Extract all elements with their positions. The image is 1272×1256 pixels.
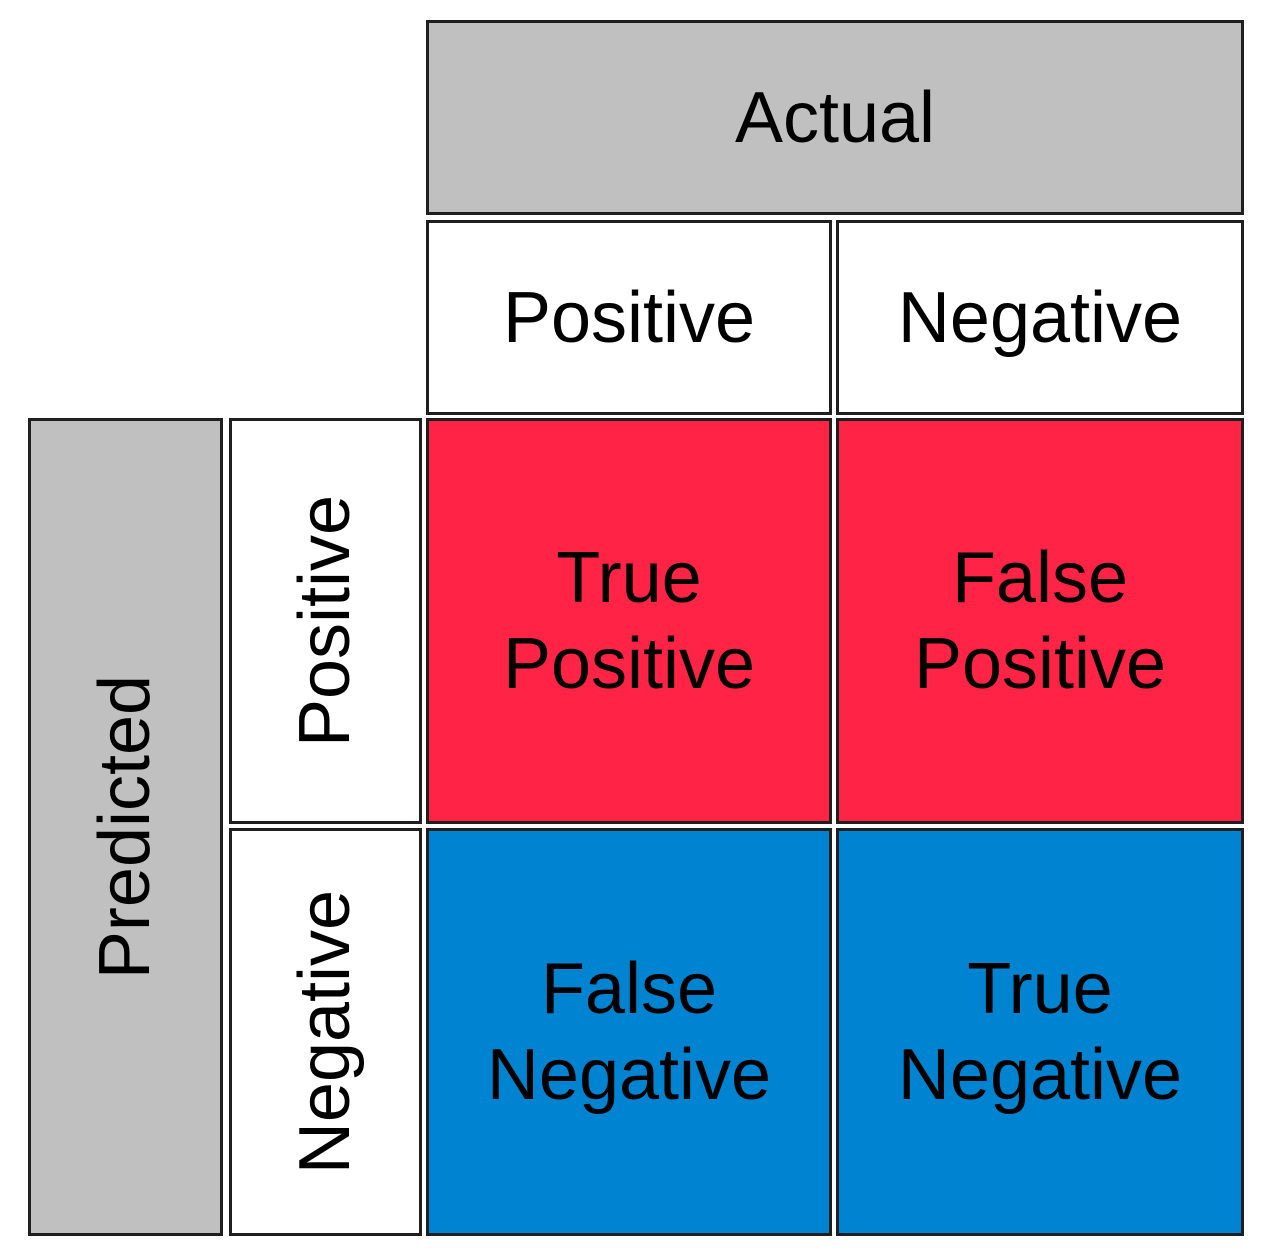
- cell-true-positive-line1: True: [556, 537, 702, 618]
- cell-false-positive: False Positive: [836, 418, 1244, 824]
- column-header-negative-label: Negative: [897, 277, 1183, 358]
- row-header-positive-label: Positive: [285, 494, 366, 748]
- column-header-positive-label: Positive: [502, 277, 756, 358]
- cell-true-negative: True Negative: [836, 828, 1244, 1236]
- row-header-negative: Negative: [229, 828, 422, 1236]
- column-header-positive: Positive: [426, 220, 832, 415]
- cell-true-negative-line2: Negative: [897, 1035, 1183, 1115]
- row-header-positive: Positive: [229, 418, 422, 824]
- cell-true-positive: True Positive: [426, 418, 832, 824]
- cell-false-positive-line1: False: [951, 537, 1129, 618]
- cell-false-negative-line2: Negative: [486, 1035, 772, 1115]
- predicted-header: Predicted: [28, 418, 223, 1236]
- cell-false-positive-line2: Positive: [913, 624, 1167, 704]
- actual-header-label: Actual: [734, 77, 936, 158]
- cell-true-negative-line1: True: [967, 948, 1113, 1029]
- cell-false-negative-line1: False: [540, 948, 718, 1029]
- row-header-negative-label: Negative: [285, 889, 366, 1175]
- predicted-header-label: Predicted: [85, 674, 166, 980]
- actual-header: Actual: [426, 20, 1244, 215]
- cell-true-positive-line2: Positive: [502, 624, 756, 704]
- column-header-negative: Negative: [836, 220, 1244, 415]
- cell-false-negative: False Negative: [426, 828, 832, 1236]
